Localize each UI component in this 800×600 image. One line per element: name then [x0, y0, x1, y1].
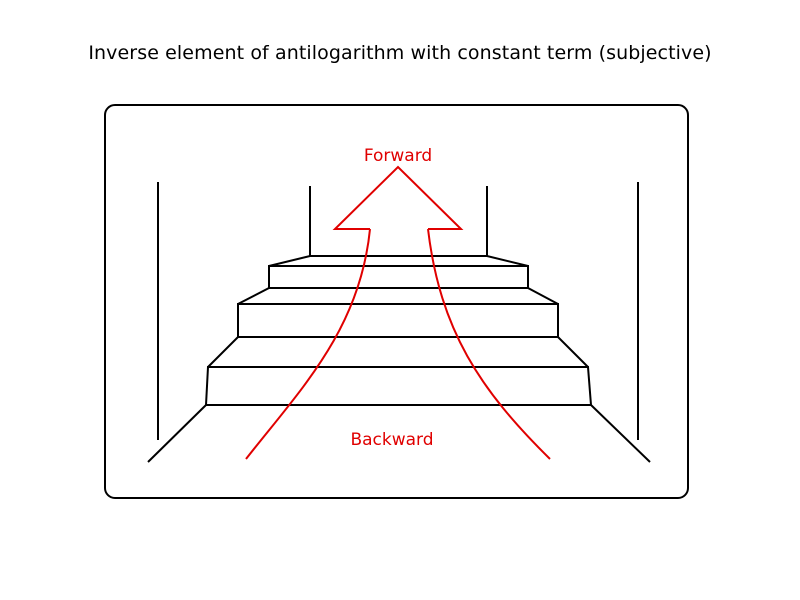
arrow-head [332, 165, 464, 230]
stair-top-landing [268, 255, 529, 267]
forward-arrow [245, 165, 551, 460]
forward-label: Forward [364, 146, 432, 166]
stair-step-2 [207, 336, 589, 368]
floor-left-edge [147, 404, 207, 463]
arrow-right-curve [427, 228, 551, 460]
stairs [204, 255, 593, 406]
diagram-title: Inverse element of antilogarithm with co… [88, 42, 712, 64]
backward-label: Backward [350, 430, 433, 450]
stair-step-3 [237, 287, 559, 305]
stair-step-3-face [268, 265, 529, 288]
stair-step-2-face [237, 303, 559, 337]
floor-right-edge [590, 404, 651, 463]
arrow-left-curve [245, 228, 371, 460]
diagram-frame [104, 104, 689, 499]
stair-step-1 [204, 366, 593, 406]
